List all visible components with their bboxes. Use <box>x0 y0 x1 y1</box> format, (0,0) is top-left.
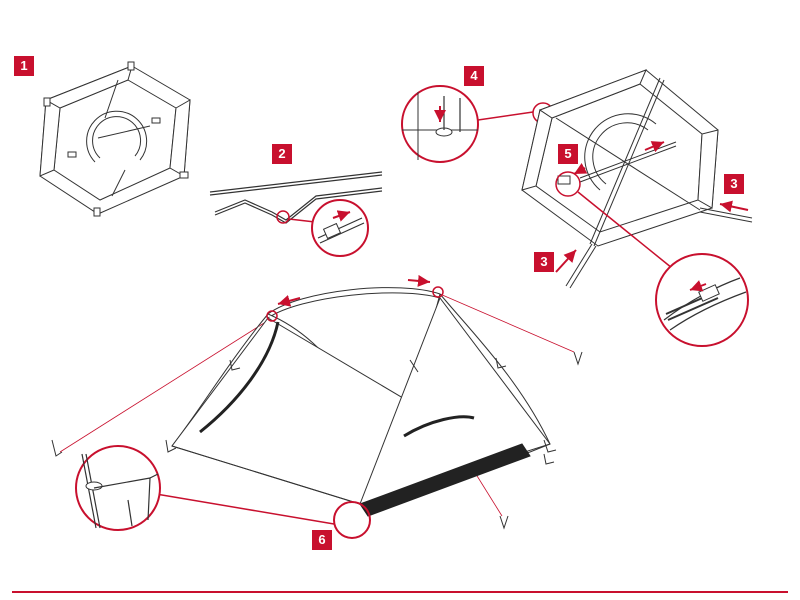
step5-detail-arrow <box>689 280 707 292</box>
step-badge-1: 1 <box>14 56 34 76</box>
step-badge-5: 5 <box>558 144 578 164</box>
step5-pole-tip-detail <box>655 253 749 347</box>
step2-pole-joint-detail <box>311 199 369 257</box>
step-badge-2: 2 <box>272 144 292 164</box>
step6-left-arrow <box>277 295 301 307</box>
step6-corner-stake-detail <box>75 445 161 531</box>
step-badge-3-left: 3 <box>534 252 554 272</box>
step-badge-6: 6 <box>312 530 332 550</box>
step2-poles-illustration <box>209 171 383 224</box>
step3-right-arrow <box>719 200 749 213</box>
step-badge-3-right: 3 <box>724 174 744 194</box>
step6-right-arrow <box>407 274 431 287</box>
step3-left-arrow <box>555 249 577 273</box>
footer-divider <box>12 591 788 593</box>
step5-pole-arrow <box>644 141 665 153</box>
step2-direction-arrow <box>332 210 351 222</box>
step4-ring-detail <box>401 85 554 163</box>
step5-pole-arrow-2 <box>573 162 588 175</box>
step-badge-4: 4 <box>464 66 484 86</box>
step1-flat-tent-illustration <box>39 61 191 217</box>
step3-tent-with-poles-illustration <box>521 69 753 289</box>
step6-pitched-tent-illustration <box>51 274 583 539</box>
